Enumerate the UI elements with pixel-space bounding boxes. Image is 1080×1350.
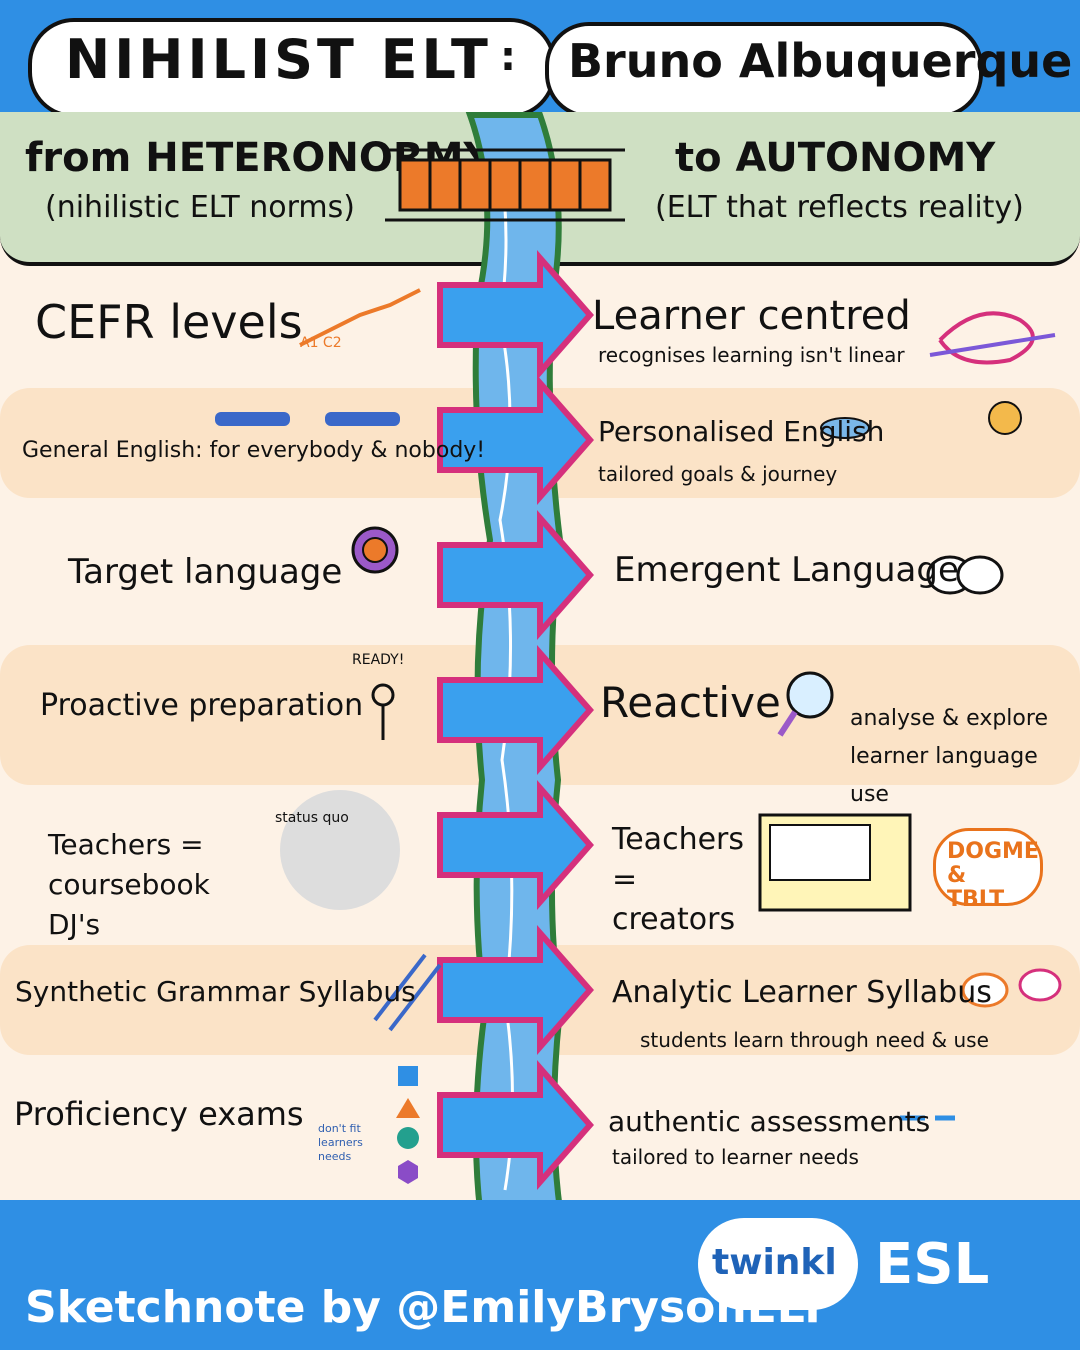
people-group-icon — [215, 412, 400, 426]
row1-right-sub: recognises learning isn't linear — [598, 343, 905, 367]
row2-right-sub: tailored goals & journey — [598, 462, 838, 486]
shapes-icon — [396, 1066, 420, 1184]
row4-right: Reactive — [600, 678, 781, 727]
author-name: Bruno Albuquerque — [568, 34, 1073, 88]
stairs-icon — [299, 288, 421, 347]
footer-band — [0, 1200, 1080, 1350]
moon-icon — [988, 401, 1022, 435]
squiggle-icon — [929, 311, 1056, 365]
title-cloud — [28, 18, 556, 118]
arrow-icon — [437, 250, 594, 1190]
sketchnote-credit: Sketchnote by @EmilyBrysonELT — [25, 1282, 828, 1333]
dogme-badge — [933, 828, 1043, 906]
row2-left: General English: for everybody & nobody! — [22, 438, 486, 463]
row1-left: CEFR levels — [35, 295, 303, 349]
row5-left: Teachers = coursebook DJ's — [48, 828, 210, 941]
target-icon — [351, 526, 399, 574]
dogme-label: DOGME & TBLT — [947, 839, 1039, 912]
speech-bubbles-icon — [961, 968, 1062, 1008]
bridge-icon — [385, 148, 625, 222]
row1-right: Learner centred — [592, 293, 911, 339]
row7-left-extra: don't fit learners needs — [318, 1122, 363, 1163]
teacher-figure-icon — [371, 683, 395, 740]
row7-left: Proficiency exams — [14, 1095, 304, 1133]
row4-left: Proactive preparation — [40, 688, 364, 723]
title-separator: : — [500, 34, 516, 80]
heteronormy-subtitle: (nihilistic ELT norms) — [45, 190, 355, 225]
row6-left: Synthetic Grammar Syllabus — [15, 975, 416, 1008]
row4-left-extra: READY! — [352, 652, 405, 668]
row6-right-sub: students learn through need & use — [640, 1028, 989, 1052]
ladder-icon — [373, 953, 442, 1032]
row2-right: Personalised English — [598, 415, 885, 448]
butterfly-icon — [926, 555, 1004, 595]
row5-left-extra: status quo — [275, 810, 349, 826]
rocket-icon — [820, 417, 870, 439]
row7-right: authentic assessments — [608, 1105, 931, 1138]
esl-wordmark: ESL — [875, 1232, 990, 1297]
page-title: NIHILIST ELT — [65, 28, 492, 91]
row5-right: Teachers = creators — [612, 822, 744, 937]
row3-left: Target language — [68, 552, 343, 592]
row1-left-extra: A1 C2 — [300, 335, 342, 351]
magnifier-icon — [777, 671, 834, 737]
classroom-board-icon — [758, 813, 912, 912]
row3-right: Emergent Language — [614, 550, 959, 590]
row7-right-sub: tailored to learner needs — [612, 1145, 859, 1169]
twinkl-logo — [698, 1218, 858, 1310]
autonomy-title: to AUTONOMY — [675, 135, 996, 181]
dj-bubble — [280, 790, 400, 910]
row6-right: Analytic Learner Syllabus — [612, 975, 992, 1010]
row4-right-sub: analyse & explore learner language use — [850, 706, 1048, 807]
autonomy-subtitle: (ELT that reflects reality) — [655, 190, 1024, 225]
twinkl-wordmark: twinkl — [712, 1242, 837, 1283]
